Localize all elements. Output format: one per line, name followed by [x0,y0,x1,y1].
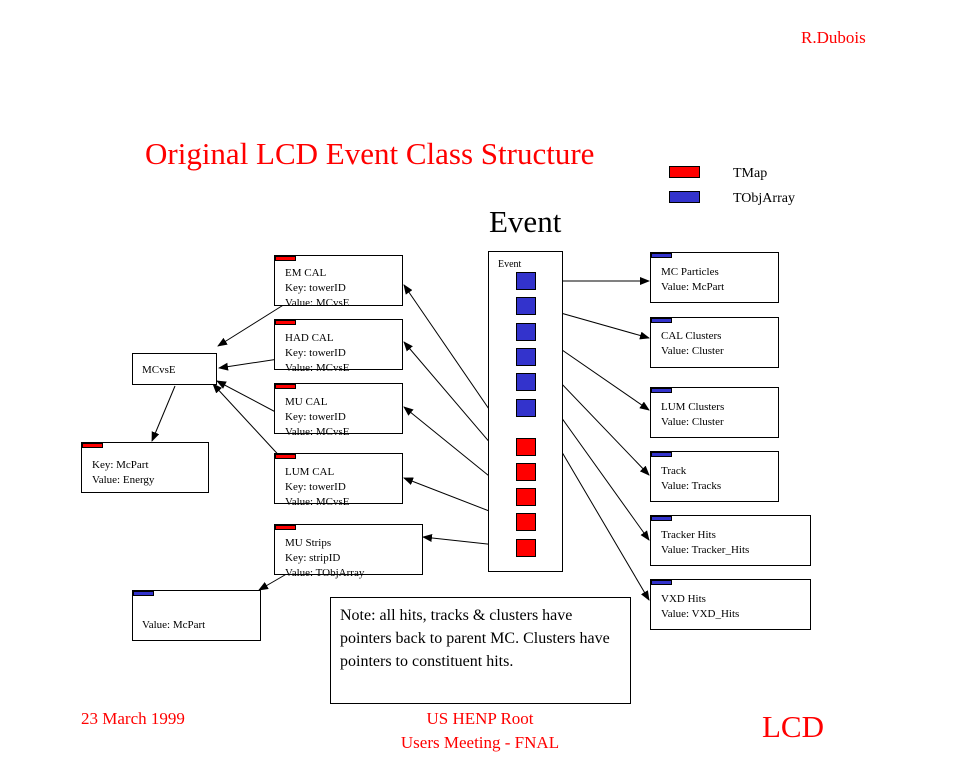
map-value: Value: MCvsE [285,496,350,508]
mcvse-label: MCvsE [142,364,176,376]
had-cal-map: HAD CAL Key: towerID Value: MCvsE [274,319,403,374]
mcvse-box: MCvsE [132,353,217,385]
tobjarray-tab [651,580,672,585]
tracker-hits-array: Tracker Hits Value: Tracker_Hits [650,515,811,566]
map-value: Value: MCvsE [285,426,350,438]
arrow-strips-to-mcpart [258,571,291,591]
tobjarray-tab [651,452,672,457]
tobjarray-tab [651,318,672,323]
slide-title: Original LCD Event Class Structure [145,136,595,171]
note-box: Note: all hits, tracks & clusters have p… [330,597,631,704]
array-value: Value: Cluster [661,345,724,357]
tobjarray-tab [651,516,672,521]
tmap-tab [275,454,296,459]
mcpart-array: Value: McPart [132,590,261,641]
lum-cal-map: LUM CAL Key: towerID Value: MCvsE [274,453,403,508]
tmap-tab [275,256,296,261]
mu-cal-map: MU CAL Key: towerID Value: MCvsE [274,383,403,438]
tmap-tab [82,443,103,448]
tobjarray-tab [651,388,672,393]
event-box-label: Event [498,259,522,270]
event-array-slot [516,323,536,341]
event-heading: Event [489,204,562,239]
tmap-tab [275,525,296,530]
track-array: Track Value: Tracks [650,451,779,502]
array-value: Value: Cluster [661,416,724,428]
arrow-lum-to-mcvse [212,383,286,463]
energy-map: Key: McPart Value: Energy [81,442,209,493]
map-key: Key: stripID [285,552,341,564]
legend-label-tmap: TMap [733,166,768,181]
array-value: Value: McPart [142,619,206,631]
event-map-slot [516,539,536,557]
array-value: Value: Tracker_Hits [661,544,750,556]
event-map-slot [516,463,536,481]
array-name: Tracker Hits [661,529,716,541]
event-array-slot [516,272,536,290]
map-name: HAD CAL [285,332,334,344]
map-name: MU CAL [285,396,328,408]
author-name: R.Dubois [801,28,866,47]
tobjarray-tab [651,253,672,258]
array-name: VXD Hits [661,593,706,605]
map-key: Key: towerID [285,282,346,294]
arrow-em-to-mcvse [217,303,286,347]
note-text: Note: all hits, tracks & clusters have p… [340,607,610,670]
mc-particles-array: MC Particles Value: McPart [650,252,779,303]
map-key: Key: towerID [285,411,346,423]
arrow-mcvse-to-energy [151,385,176,442]
footer-date: 23 March 1999 [81,709,185,728]
tobjarray-tab [133,591,154,596]
legend-swatch-tobjarray [669,191,700,203]
array-name: LUM Clusters [661,401,725,413]
event-array-slot [516,373,536,391]
array-name: Track [661,465,687,477]
arrow-mu-to-mcvse [216,380,286,418]
tmap-tab [275,384,296,389]
map-key: Key: McPart [92,459,149,471]
event-map-slot [516,513,536,531]
footer-logo: LCD [762,709,824,744]
map-value: Value: MCvsE [285,362,350,374]
event-array-slot [516,399,536,417]
mu-strips-map: MU Strips Key: stripID Value: TObjArray [274,524,423,579]
event-array-slot [516,297,536,315]
map-name: MU Strips [285,537,332,549]
legend-swatch-tmap [669,166,700,178]
map-key: Key: towerID [285,347,346,359]
event-array-slot [516,348,536,366]
array-name: CAL Clusters [661,330,722,342]
tmap-tab [275,320,296,325]
array-name: MC Particles [661,266,719,278]
legend-label-tobjarray: TObjArray [733,191,795,206]
map-value: Value: TObjArray [285,567,365,579]
vxd-hits-array: VXD Hits Value: VXD_Hits [650,579,811,630]
lum-clusters-array: LUM Clusters Value: Cluster [650,387,779,438]
event-map-slot [516,488,536,506]
array-value: Value: McPart [661,281,725,293]
event-map-slot [516,438,536,456]
map-value: Value: Energy [92,474,155,486]
map-value: Value: MCvsE [285,297,350,309]
map-name: LUM CAL [285,466,335,478]
em-cal-map: EM CAL Key: towerID Value: MCvsE [274,255,403,309]
cal-clusters-array: CAL Clusters Value: Cluster [650,317,779,368]
map-key: Key: towerID [285,481,346,493]
footer-center-line1: US HENP Root [426,709,534,728]
map-name: EM CAL [285,267,327,279]
array-value: Value: Tracks [661,480,722,492]
array-value: Value: VXD_Hits [661,608,740,620]
footer-center-line2: Users Meeting - FNAL [400,733,560,752]
